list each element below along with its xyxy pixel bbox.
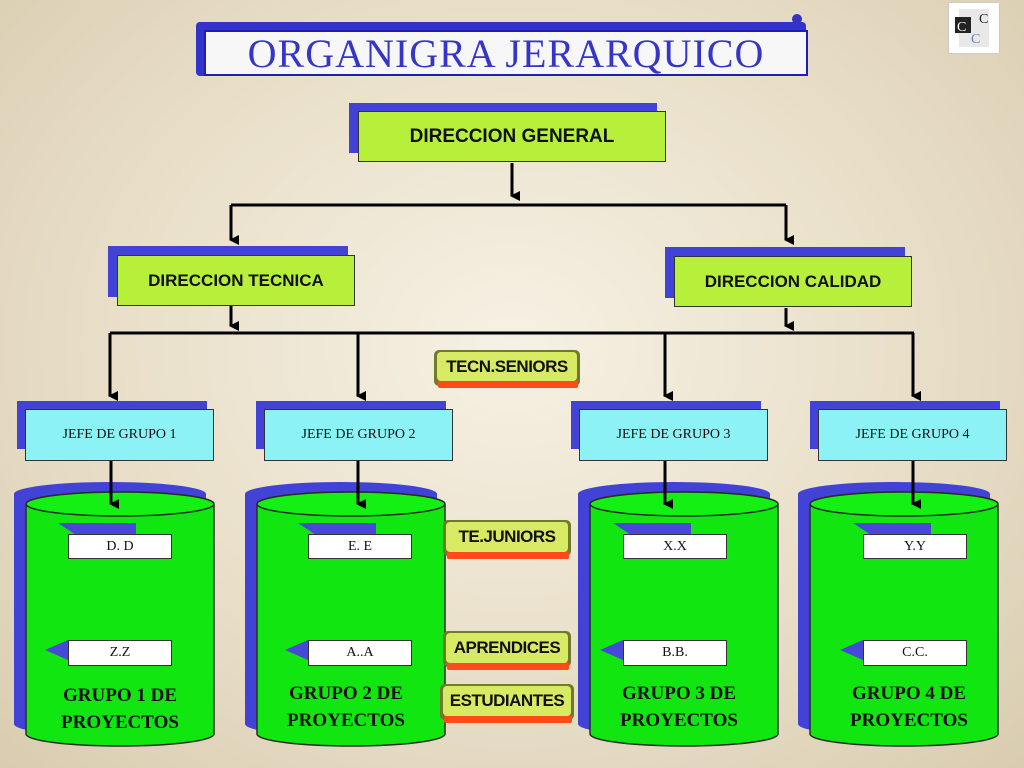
group-label-2: GRUPO 2 DE PROYECTOS xyxy=(252,680,440,734)
svg-text:C: C xyxy=(979,12,988,27)
group-label-4: GRUPO 4 DE PROYECTOS xyxy=(815,680,1003,734)
svg-text:C: C xyxy=(971,32,980,47)
node-jefe-grupo-3: JEFE DE GRUPO 3 xyxy=(579,409,768,461)
member-aprendiz-grupo-1: Z.Z xyxy=(68,640,172,666)
company-logo: C C C xyxy=(948,2,1000,54)
svg-text:C: C xyxy=(957,20,966,35)
group-label-line1: GRUPO 2 DE xyxy=(289,683,403,704)
node-direccion-general: DIRECCION GENERAL xyxy=(358,111,666,162)
node-direccion-calidad: DIRECCION CALIDAD xyxy=(674,256,912,307)
member-junior-grupo-4: Y.Y xyxy=(863,534,967,559)
member-aprendiz-grupo-2: A..A xyxy=(308,640,412,666)
group-label-line2: PROYECTOS xyxy=(61,712,179,733)
node-jefe-grupo-1: JEFE DE GRUPO 1 xyxy=(25,409,214,461)
group-label-line1: GRUPO 1 DE xyxy=(63,685,177,706)
member-junior-grupo-2: E. E xyxy=(308,534,412,559)
label-underline xyxy=(444,715,572,723)
logo-icon: C C C xyxy=(955,9,989,47)
group-label-line1: GRUPO 3 DE xyxy=(622,683,736,704)
group-label-line2: PROYECTOS xyxy=(287,710,405,731)
level-label-aprendices: APRENDICES xyxy=(446,633,568,663)
member-aprendiz-grupo-4: C.C. xyxy=(863,640,967,666)
node-jefe-grupo-4: JEFE DE GRUPO 4 xyxy=(818,409,1007,461)
level-label-estudiantes: ESTUDIANTES xyxy=(443,686,571,716)
title-dot xyxy=(792,14,802,24)
level-label-juniors: TE.JUNIORS xyxy=(446,522,568,552)
member-junior-grupo-1: D. D xyxy=(68,534,172,559)
group-label-line2: PROYECTOS xyxy=(850,710,968,731)
group-label-1: GRUPO 1 DE PROYECTOS xyxy=(26,682,214,736)
member-junior-grupo-3: X.X xyxy=(623,534,727,559)
label-underline xyxy=(447,662,569,670)
label-underline xyxy=(438,380,578,388)
node-direccion-tecnica: DIRECCION TECNICA xyxy=(117,255,355,306)
node-jefe-grupo-2: JEFE DE GRUPO 2 xyxy=(264,409,453,461)
group-label-line1: GRUPO 4 DE xyxy=(852,683,966,704)
page-title: ORGANIGRA JERARQUICO xyxy=(204,30,808,76)
group-label-line2: PROYECTOS xyxy=(620,710,738,731)
level-label-seniors: TECN.SENIORS xyxy=(437,352,577,381)
label-underline xyxy=(447,551,569,559)
member-aprendiz-grupo-3: B.B. xyxy=(623,640,727,666)
group-label-3: GRUPO 3 DE PROYECTOS xyxy=(585,680,773,734)
